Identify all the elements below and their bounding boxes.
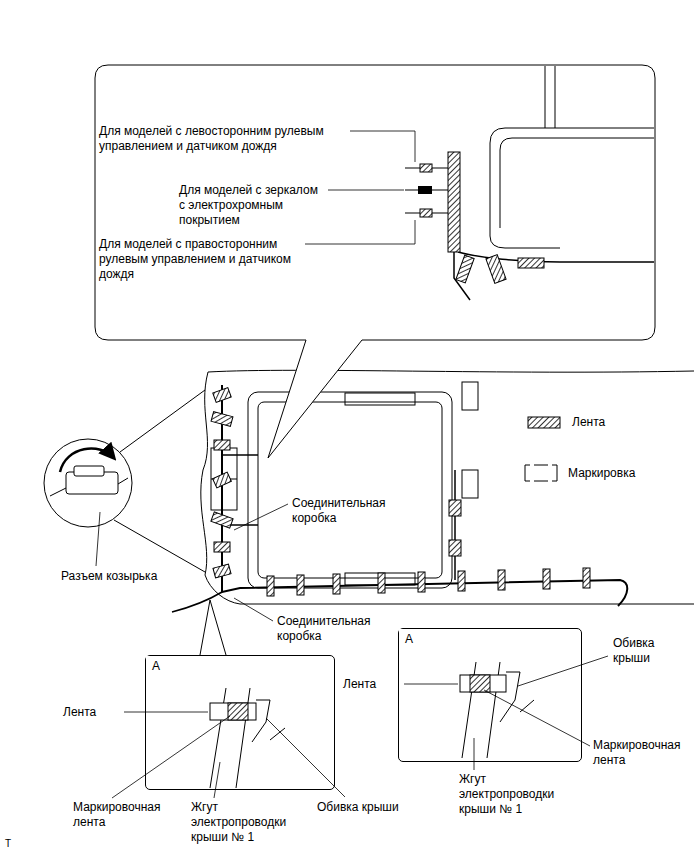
detail-letter: A bbox=[146, 656, 166, 676]
legend-swatch bbox=[522, 462, 560, 484]
callout-label: Обивка крыши bbox=[316, 800, 418, 815]
connector-symbol bbox=[211, 388, 461, 578]
magnifier bbox=[44, 390, 205, 572]
legend-text: Лента bbox=[572, 415, 605, 429]
callout-label: Маркировочная лента bbox=[592, 738, 690, 768]
legend-entry: Маркировка bbox=[522, 462, 635, 484]
callout-bubble bbox=[95, 65, 655, 458]
callout-label: Для моделей с правосторонним рулевым упр… bbox=[98, 237, 305, 282]
roof-outline bbox=[201, 370, 694, 604]
clamp-symbol bbox=[267, 568, 590, 596]
callout-label: Лента bbox=[62, 705, 124, 720]
callout-label: Для моделей с зеркалом с электрохромным … bbox=[178, 183, 322, 228]
callout-label: Для моделей с левосторонним рулевым упра… bbox=[98, 124, 345, 154]
legend-swatch bbox=[526, 411, 564, 433]
callout-label: Соединительная коробка bbox=[276, 614, 388, 644]
callout-label: Разъем козырька bbox=[60, 569, 162, 584]
legend-text: Маркировка bbox=[568, 466, 635, 480]
callout-label: Маркировочная лента bbox=[72, 800, 169, 830]
detail-illustration bbox=[460, 662, 534, 758]
callout-label: Жгут электропроводки крыши № 1 bbox=[190, 800, 297, 845]
detail-pointer bbox=[200, 600, 226, 655]
wire-harness bbox=[172, 385, 627, 612]
callout-label: Соединительная коробка bbox=[291, 496, 403, 526]
detail-illustration bbox=[210, 688, 285, 788]
detail-box: A bbox=[145, 655, 335, 790]
figure-code: T bbox=[4, 838, 26, 851]
detail-letter: A bbox=[399, 629, 419, 649]
callout-label: Жгут электропроводки крыши № 1 bbox=[458, 772, 570, 817]
callout-label: Лента bbox=[342, 677, 404, 692]
legend-entry: Лента bbox=[526, 411, 605, 433]
callout-label: Обивка крыши bbox=[612, 636, 676, 666]
leader-line bbox=[96, 131, 608, 798]
detail-box: A bbox=[398, 628, 582, 762]
